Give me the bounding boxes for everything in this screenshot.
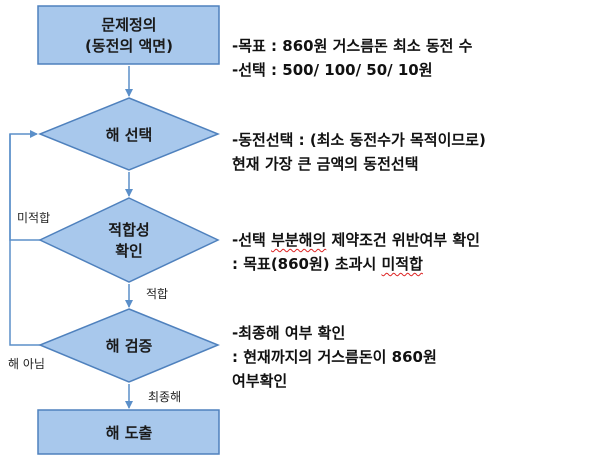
note-problem-goal: -목표 : 860원 거스름돈 최소 동전 수: [232, 37, 473, 55]
node-verify-diamond: [38, 308, 220, 383]
node-verify-label: 해 검증: [106, 337, 153, 355]
node-select-diamond: [37, 97, 221, 171]
note-feasible-line1-c: 제약조건 위반여부 확인: [326, 231, 480, 249]
note-verify: -최종해 여부 확인 : 현재까지의 거스름돈이 860원 여부확인: [232, 321, 437, 393]
note-feasible-line1-a: -선택: [232, 231, 272, 249]
edge-label-not-feasible: 미적합: [17, 211, 50, 225]
note-select-line2: 현재 가장 큰 금액의 동전선택: [232, 155, 419, 173]
edge-label-final: 최종해: [148, 390, 181, 404]
note-feasible-unfit: 미적합: [381, 255, 423, 273]
edge-label-not-solution: 해 아님: [8, 357, 45, 371]
node-feasible-diamond: [38, 197, 220, 283]
note-feasible-line1: -선택 부분해의 제약조건 위반여부 확인: [232, 228, 480, 252]
node-problem-line1: 문제정의: [101, 16, 156, 34]
note-feasible-line2: : 목표(860원) 초과시 미적합: [232, 252, 480, 276]
node-select-label: 해 선택: [106, 126, 153, 144]
node-feasible-line1: 적합성: [108, 221, 149, 239]
node-problem-line2: (동전의 액면): [85, 37, 173, 55]
note-verify-line3: 여부확인: [232, 372, 288, 390]
note-feasible: -선택 부분해의 제약조건 위반여부 확인 : 목표(860원) 초과시 미적합: [232, 228, 480, 276]
note-problem-choice: -선택 : 500/ 100/ 50/ 10원: [232, 61, 433, 79]
note-select-line1: -동전선택 : (최소 동전수가 목적이므로): [232, 131, 486, 149]
note-verify-line2: : 현재까지의 거스름돈이 860원: [232, 348, 437, 366]
node-feasible-line2: 확인: [115, 242, 143, 260]
note-feasible-partial-solution: 부분해의: [271, 231, 327, 249]
node-result-label: 해 도출: [106, 424, 153, 442]
edge-label-feasible: 적합: [146, 287, 168, 301]
note-problem: -목표 : 860원 거스름돈 최소 동전 수 -선택 : 500/ 100/ …: [232, 34, 472, 82]
node-problem-box: [37, 5, 220, 65]
note-feasible-line2-a: : 목표(860원) 초과시: [232, 255, 382, 273]
note-verify-line1: -최종해 여부 확인: [232, 324, 346, 342]
node-result-box: [37, 409, 220, 455]
edge-verify-loop-back: [9, 134, 40, 346]
note-select: -동전선택 : (최소 동전수가 목적이므로) 현재 가장 큰 금액의 동전선택: [232, 128, 486, 176]
